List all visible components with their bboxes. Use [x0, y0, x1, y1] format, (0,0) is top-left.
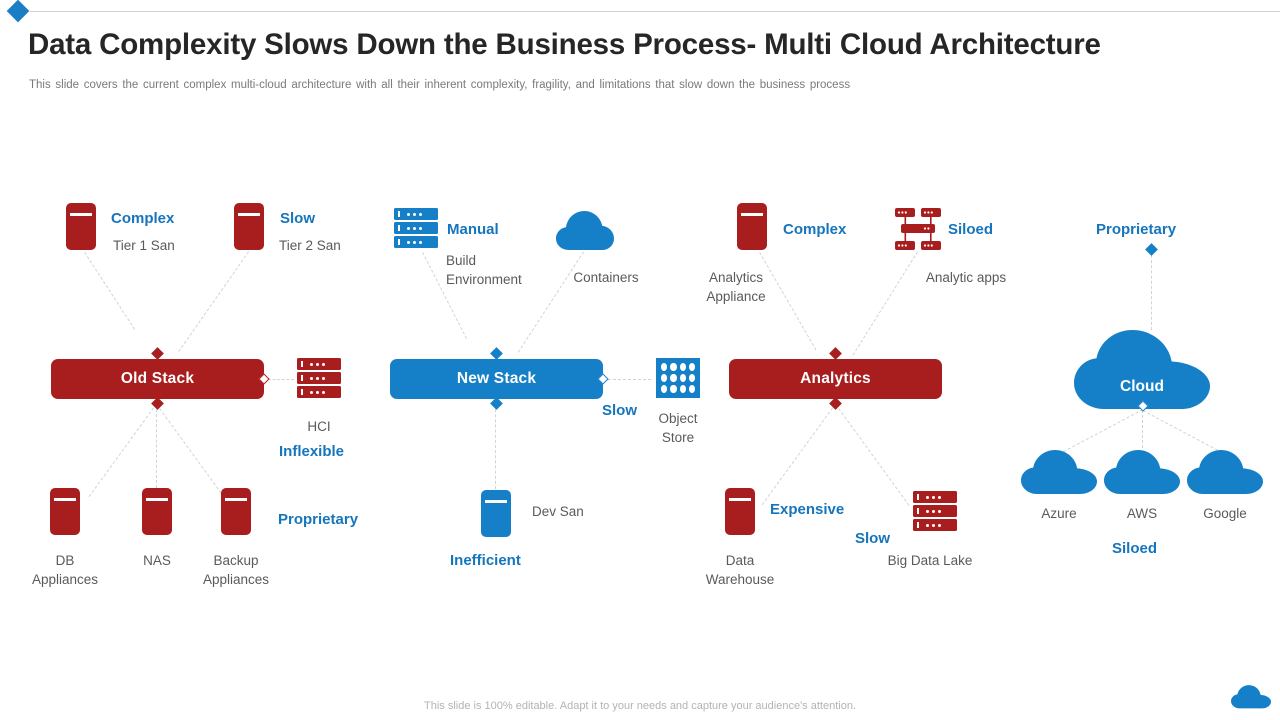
hub-cloud-label: Cloud — [1120, 378, 1164, 395]
tag-slow: Slow — [280, 210, 316, 227]
cloud-icon — [1074, 330, 1210, 409]
node-label-aws: AWS — [1126, 506, 1158, 521]
node-label-dev-san: Dev San — [532, 504, 584, 519]
tower-icon — [234, 203, 264, 250]
tag-proprietary: Proprietary — [278, 511, 359, 528]
connector-diamond — [151, 347, 164, 360]
cloud-icon — [1104, 450, 1180, 494]
cloud-icon — [1231, 685, 1271, 709]
cloud-icon — [1187, 450, 1263, 494]
node-label-db-appliances: DB Appliances — [31, 553, 99, 587]
header-divider — [30, 11, 1280, 12]
node-label-backup-appliances: Backup Appliances — [202, 553, 270, 587]
connector-line — [178, 251, 249, 352]
tag-siloed: Siloed — [1112, 540, 1158, 557]
cloud-icon — [1021, 450, 1097, 494]
connector-line — [84, 252, 136, 330]
tag-complex: Complex — [111, 210, 175, 227]
rack-icon — [394, 208, 438, 248]
tag-proprietary: Proprietary — [1096, 221, 1177, 238]
connector-line — [268, 379, 294, 380]
node-label-google: Google — [1203, 506, 1247, 521]
node-label-hci: HCI — [307, 419, 331, 434]
rack-bar — [394, 222, 438, 234]
tower-icon — [725, 488, 755, 535]
cloud-icon — [556, 211, 614, 250]
connector-line — [156, 404, 225, 498]
page-title: Data Complexity Slows Down the Business … — [28, 28, 1101, 61]
rack-bar — [297, 358, 341, 370]
node-label-big-data-lake: Big Data Lake — [887, 553, 973, 568]
rack-bar — [297, 372, 341, 384]
connector-line — [835, 404, 910, 506]
tower-icon — [221, 488, 251, 535]
page-subtitle: This slide covers the current complex mu… — [29, 79, 851, 91]
network-siloed-icon — [895, 208, 941, 250]
rack-icon — [297, 358, 341, 398]
node-label-azure: Azure — [1041, 506, 1077, 521]
connector-diamond — [490, 347, 503, 360]
decorative-diamond — [6, 0, 30, 23]
node-label-build-environment: Build Environment — [446, 253, 522, 287]
tower-icon — [481, 490, 511, 537]
rack-bar — [394, 236, 438, 248]
tag-slow: Slow — [855, 530, 891, 547]
rack-bar — [913, 519, 957, 531]
hub-cloud[interactable]: Cloud — [1074, 330, 1210, 410]
node-label-data-warehouse: Data Warehouse — [705, 553, 775, 587]
tag-expensive: Expensive — [770, 501, 845, 518]
rack-bar — [913, 505, 957, 517]
rack-bar — [297, 386, 341, 398]
node-label-tier1-san: Tier 1 San — [113, 238, 175, 253]
rack-bar — [394, 208, 438, 220]
connector-diamond — [1145, 243, 1158, 256]
node-label-containers: Containers — [573, 270, 639, 285]
tag-complex: Complex — [783, 221, 847, 238]
tower-icon — [737, 203, 767, 250]
node-label-tier2-san: Tier 2 San — [279, 238, 341, 253]
hub-analytics[interactable]: Analytics — [729, 359, 942, 399]
connector-line — [761, 403, 836, 506]
hub-old-stack[interactable]: Old Stack — [51, 359, 264, 399]
tag-inflexible: Inflexible — [279, 443, 345, 460]
connector-line — [608, 379, 651, 380]
hub-new-stack[interactable]: New Stack — [390, 359, 603, 399]
node-label-analytic-apps: Analytic apps — [925, 270, 1007, 285]
tower-icon — [50, 488, 80, 535]
object-store-grid-icon — [656, 358, 700, 398]
footer-note: This slide is 100% editable. Adapt it to… — [424, 700, 856, 712]
node-label-nas: NAS — [143, 553, 171, 568]
connector-diamond — [829, 347, 842, 360]
tower-icon — [142, 488, 172, 535]
connector-line — [1151, 255, 1152, 330]
connector-line — [156, 404, 157, 488]
node-label-analytics-appliance: Analytics Appliance — [706, 270, 766, 304]
node-label-object-store: Object Store — [658, 411, 698, 445]
tag-slow: Slow — [602, 402, 638, 419]
tag-manual: Manual — [447, 221, 499, 238]
tower-icon — [66, 203, 96, 250]
tag-siloed: Siloed — [948, 221, 994, 238]
tag-inefficient: Inefficient — [450, 552, 521, 569]
connector-diamond — [490, 397, 503, 410]
rack-bar — [913, 491, 957, 503]
connector-line — [495, 404, 496, 489]
connector-line — [88, 403, 157, 498]
rack-icon — [913, 491, 957, 531]
